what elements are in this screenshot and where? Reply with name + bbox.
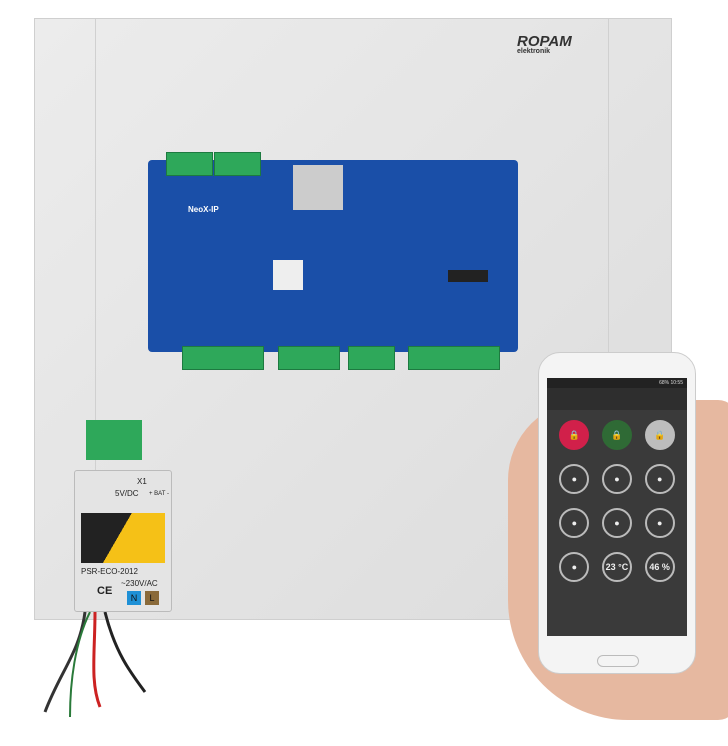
module-artwork bbox=[81, 513, 165, 563]
logo-sub: elektronik bbox=[517, 48, 551, 55]
terminal-block bbox=[408, 346, 500, 370]
x1-label: X1 bbox=[137, 477, 147, 486]
voltage-label: ~230V/AC bbox=[121, 579, 158, 588]
module-terminal bbox=[86, 420, 142, 460]
model-label: PSR-ECO-2012 bbox=[81, 567, 138, 576]
power-supply-module: 5V/DC X1 + BAT - PSR-ECO-2012 ~230V/AC C… bbox=[74, 470, 172, 612]
wifi-module bbox=[293, 165, 343, 210]
smartphone: 68% 10:55 🔒 🔒 🔒 ● ● ● ● ● ● ● 23 °C 46 % bbox=[538, 352, 696, 674]
humidity-icon[interactable]: 46 % bbox=[644, 552, 675, 582]
ce-mark: CE bbox=[97, 585, 113, 597]
terminal-block bbox=[214, 152, 261, 176]
app-toolbar bbox=[547, 388, 687, 410]
bat-label: + BAT - bbox=[149, 491, 169, 497]
live-badge: L bbox=[145, 591, 159, 605]
home-button[interactable] bbox=[597, 655, 639, 667]
cables bbox=[43, 612, 147, 718]
terminal-block bbox=[182, 346, 264, 370]
garage-up-icon[interactable]: ● bbox=[601, 508, 632, 538]
control-panel-board: NeoX-IP bbox=[148, 152, 518, 370]
app-screen: 68% 10:55 🔒 🔒 🔒 ● ● ● ● ● ● ● 23 °C 46 % bbox=[547, 378, 687, 636]
terminal-block bbox=[166, 152, 213, 176]
tile-value: 46 % bbox=[649, 562, 670, 572]
padlock-armed-icon[interactable]: 🔒 bbox=[559, 420, 590, 450]
control-grid: 🔒 🔒 🔒 ● ● ● ● ● ● ● 23 °C 46 % bbox=[547, 410, 687, 592]
tile-value: 23 °C bbox=[605, 562, 629, 572]
fan-icon[interactable]: ● bbox=[644, 464, 675, 494]
padlock-green-icon[interactable]: 🔒 bbox=[601, 420, 632, 450]
padlock-grey-icon[interactable]: 🔒 bbox=[644, 420, 675, 450]
status-bar: 68% 10:55 bbox=[547, 378, 687, 388]
board-model: NeoX-IP bbox=[188, 205, 219, 214]
enclosure-door bbox=[95, 19, 609, 619]
terminal-block bbox=[348, 346, 395, 370]
terminal-block bbox=[278, 346, 340, 370]
dc-label: 5V/DC bbox=[115, 489, 139, 498]
neutral-badge: N bbox=[127, 591, 141, 605]
gate-icon[interactable]: ● bbox=[601, 464, 632, 494]
ic-chip bbox=[448, 270, 488, 282]
cpu-chip bbox=[273, 260, 303, 290]
shutter-down-icon[interactable]: ● bbox=[559, 508, 590, 538]
light-bulb-icon[interactable]: ● bbox=[559, 464, 590, 494]
temperature-icon[interactable]: 23 °C bbox=[601, 552, 632, 582]
logo-text: ROPAM bbox=[517, 33, 572, 50]
gate-slide-icon[interactable]: ● bbox=[644, 508, 675, 538]
thermostat-icon[interactable]: ● bbox=[559, 552, 590, 582]
